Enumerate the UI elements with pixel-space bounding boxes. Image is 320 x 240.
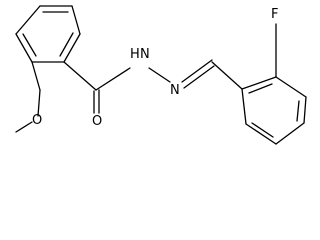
molecule-diagram: F H N N O O [15, 5, 307, 145]
aromatic-bond [251, 122, 274, 138]
bond [275, 76, 307, 98]
aromatic-bond [248, 83, 273, 94]
bond [275, 122, 305, 145]
atom-label-o-carbonyl: O [92, 114, 102, 129]
bond [148, 67, 171, 83]
atom-label-n-imine: N [170, 83, 180, 98]
bond [15, 33, 33, 63]
bond [15, 121, 33, 133]
aromatic-bond [59, 32, 74, 57]
atom-label-n-amide: N [140, 47, 150, 62]
atom-label-h: H [130, 47, 140, 62]
bond [63, 33, 81, 63]
structure-canvas: F H N N O O [15, 5, 307, 145]
bond [15, 5, 41, 35]
aromatic-bond [22, 33, 37, 57]
double-bond [183, 65, 215, 89]
bond [71, 5, 81, 35]
aromatic-bond [296, 100, 300, 122]
atom-label-f: F [271, 7, 278, 22]
bond [245, 123, 277, 145]
atom-label-o-methoxy: O [32, 113, 42, 128]
bond [63, 61, 97, 91]
bond [211, 61, 243, 90]
bond [241, 88, 247, 125]
bond [241, 76, 277, 90]
bond [95, 67, 131, 91]
bond [303, 96, 307, 124]
double-bond [181, 59, 213, 83]
bond [31, 61, 41, 91]
bond [37, 89, 41, 117]
